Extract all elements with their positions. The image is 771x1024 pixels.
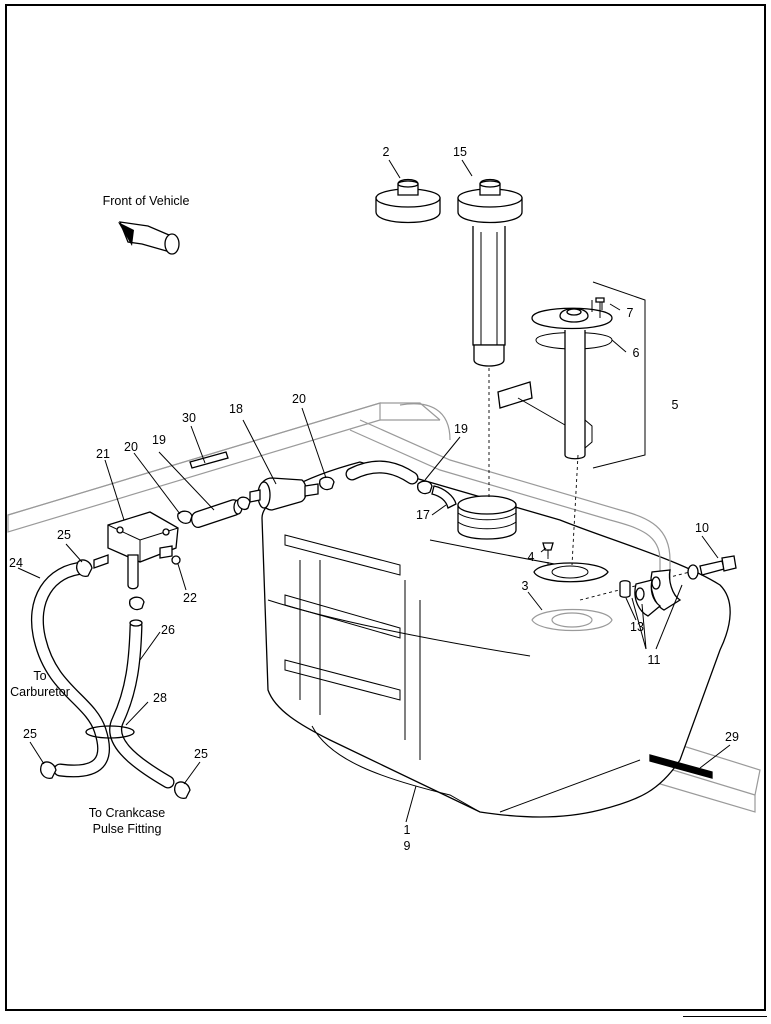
bumper-strip bbox=[649, 754, 713, 779]
hose-end-clamps bbox=[40, 559, 191, 799]
front-of-vehicle-label: Front of Vehicle bbox=[103, 194, 190, 208]
hose-tie bbox=[85, 725, 135, 739]
callout-4: 4 bbox=[528, 550, 535, 564]
fuel-tank bbox=[261, 461, 731, 818]
to-crankcase-line2: Pulse Fitting bbox=[93, 822, 162, 836]
leader-lines bbox=[17, 159, 731, 823]
callout-2: 2 bbox=[383, 145, 390, 159]
carburetor-hose bbox=[30, 561, 111, 778]
callout-17: 17 bbox=[416, 508, 430, 522]
pulse-hose bbox=[109, 619, 175, 789]
fuel-filter bbox=[249, 477, 319, 511]
callout-29: 29 bbox=[725, 730, 739, 744]
fuel-pump bbox=[93, 511, 181, 590]
callout-15: 15 bbox=[453, 145, 467, 159]
gasket bbox=[531, 608, 613, 632]
fuel-cap bbox=[375, 178, 441, 224]
decal bbox=[189, 451, 229, 469]
callout-25-left: 25 bbox=[23, 727, 37, 741]
callout-26: 26 bbox=[161, 623, 175, 637]
to-crankcase-line1: To Crankcase bbox=[89, 806, 165, 820]
callout-20-right: 20 bbox=[292, 392, 306, 406]
callout-22: 22 bbox=[183, 591, 197, 605]
callout-25-right: 25 bbox=[194, 747, 208, 761]
callout-28: 28 bbox=[153, 691, 167, 705]
callout-11: 11 bbox=[648, 653, 661, 667]
callout-10: 10 bbox=[695, 521, 709, 535]
short-hose bbox=[190, 499, 243, 528]
callout-13: 13 bbox=[630, 620, 644, 634]
callout-18: 18 bbox=[229, 402, 243, 416]
callout-25-top: 25 bbox=[57, 528, 71, 542]
diagram-frame bbox=[5, 4, 766, 1011]
callout-9: 9 bbox=[404, 839, 411, 853]
callout-3: 3 bbox=[522, 579, 529, 593]
to-carburetor-line1: To bbox=[33, 669, 46, 683]
front-direction-arrow: Front of Vehicle bbox=[103, 194, 190, 255]
callout-24: 24 bbox=[9, 556, 23, 570]
tank-fuel-hose bbox=[345, 460, 457, 509]
callout-numbers: 2 15 7 6 5 10 13 11 4 3 17 19 20 18 30 1… bbox=[9, 145, 739, 853]
callout-19-left: 19 bbox=[152, 433, 166, 447]
callout-1: 1 bbox=[404, 823, 411, 837]
callout-30: 30 bbox=[182, 411, 196, 425]
tank-mount-bracket bbox=[349, 403, 671, 580]
fuel-gauge-cap-with-tube bbox=[457, 178, 523, 367]
mounting-hardware bbox=[619, 555, 737, 617]
screw bbox=[595, 297, 605, 318]
callout-19-right: 19 bbox=[454, 422, 468, 436]
routing-notes: To Carburetor To Crankcase Pulse Fitting bbox=[10, 669, 165, 836]
hose-clamps bbox=[129, 476, 433, 611]
callout-21: 21 bbox=[96, 447, 110, 461]
callout-20-left: 20 bbox=[124, 440, 138, 454]
page-corner-rule bbox=[683, 1016, 767, 1017]
callout-7: 7 bbox=[627, 306, 634, 320]
to-carburetor-line2: Carburetor bbox=[10, 685, 70, 699]
callout-6: 6 bbox=[633, 346, 640, 360]
callout-5: 5 bbox=[672, 398, 679, 412]
fuel-level-sender bbox=[497, 298, 613, 460]
